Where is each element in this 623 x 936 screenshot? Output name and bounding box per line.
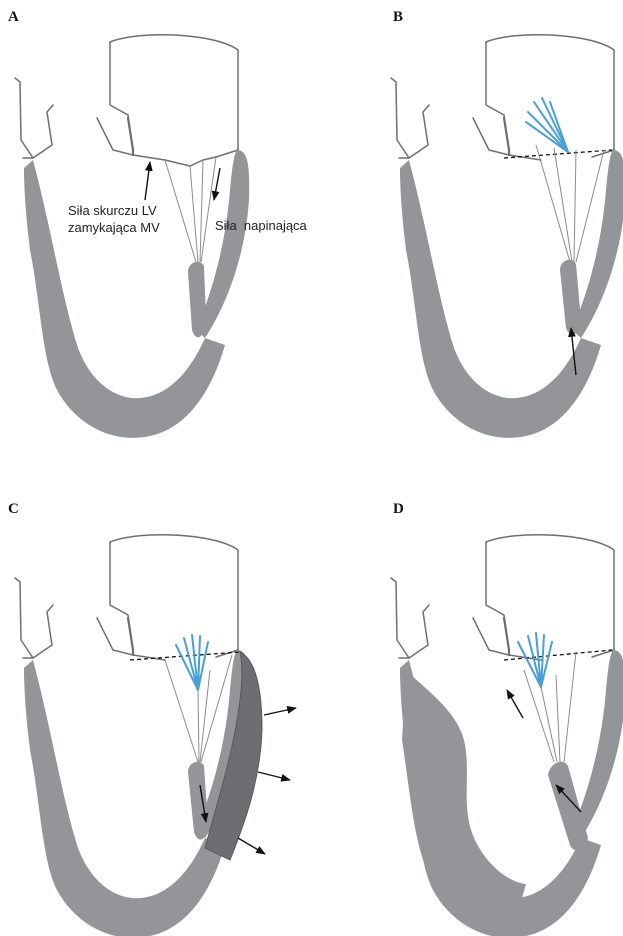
panel-a: A Siła skurczu LV zamykająca MV Siła nap…	[8, 9, 308, 438]
panel-c: C	[8, 501, 296, 936]
tension-arrow	[214, 168, 220, 200]
heart-outline-c	[15, 535, 249, 936]
panel-b-label: B	[393, 9, 403, 25]
panel-c-label: C	[8, 501, 19, 517]
dilation-arrow-3	[238, 838, 265, 854]
annulus-line-d	[504, 650, 612, 660]
contraction-label-1: Siła skurczu LV	[68, 203, 157, 218]
tension-label: Siła napinająca	[215, 218, 308, 233]
contraction-label-2: zamykająca MV	[68, 220, 160, 235]
papillary-muscle-a	[188, 262, 206, 338]
contraction-arrow	[145, 162, 150, 200]
leaflet-fan-c	[176, 635, 208, 690]
leaflet-fan-d	[518, 633, 552, 687]
valve-leaflets-a	[165, 157, 216, 166]
hypertrophy-d	[402, 670, 526, 921]
panel-d-label: D	[393, 501, 404, 517]
panel-d: D	[391, 501, 623, 936]
heart-outline-b	[391, 35, 623, 438]
chordae-b	[536, 145, 604, 262]
annulus-line-c	[130, 652, 240, 660]
leaflet-arrow-d	[507, 690, 523, 718]
panel-a-label: A	[8, 9, 19, 25]
dilation-arrow-1	[264, 708, 296, 715]
papillary-muscle-c	[188, 762, 208, 840]
papillary-muscle-b	[560, 260, 581, 335]
annulus-line-b	[504, 150, 612, 158]
dilation-arrow-2	[258, 772, 290, 780]
chordae-a	[165, 157, 216, 262]
panel-b: B	[391, 9, 623, 438]
heart-outline-a	[15, 35, 249, 438]
leaflet-fan-b	[526, 98, 568, 152]
